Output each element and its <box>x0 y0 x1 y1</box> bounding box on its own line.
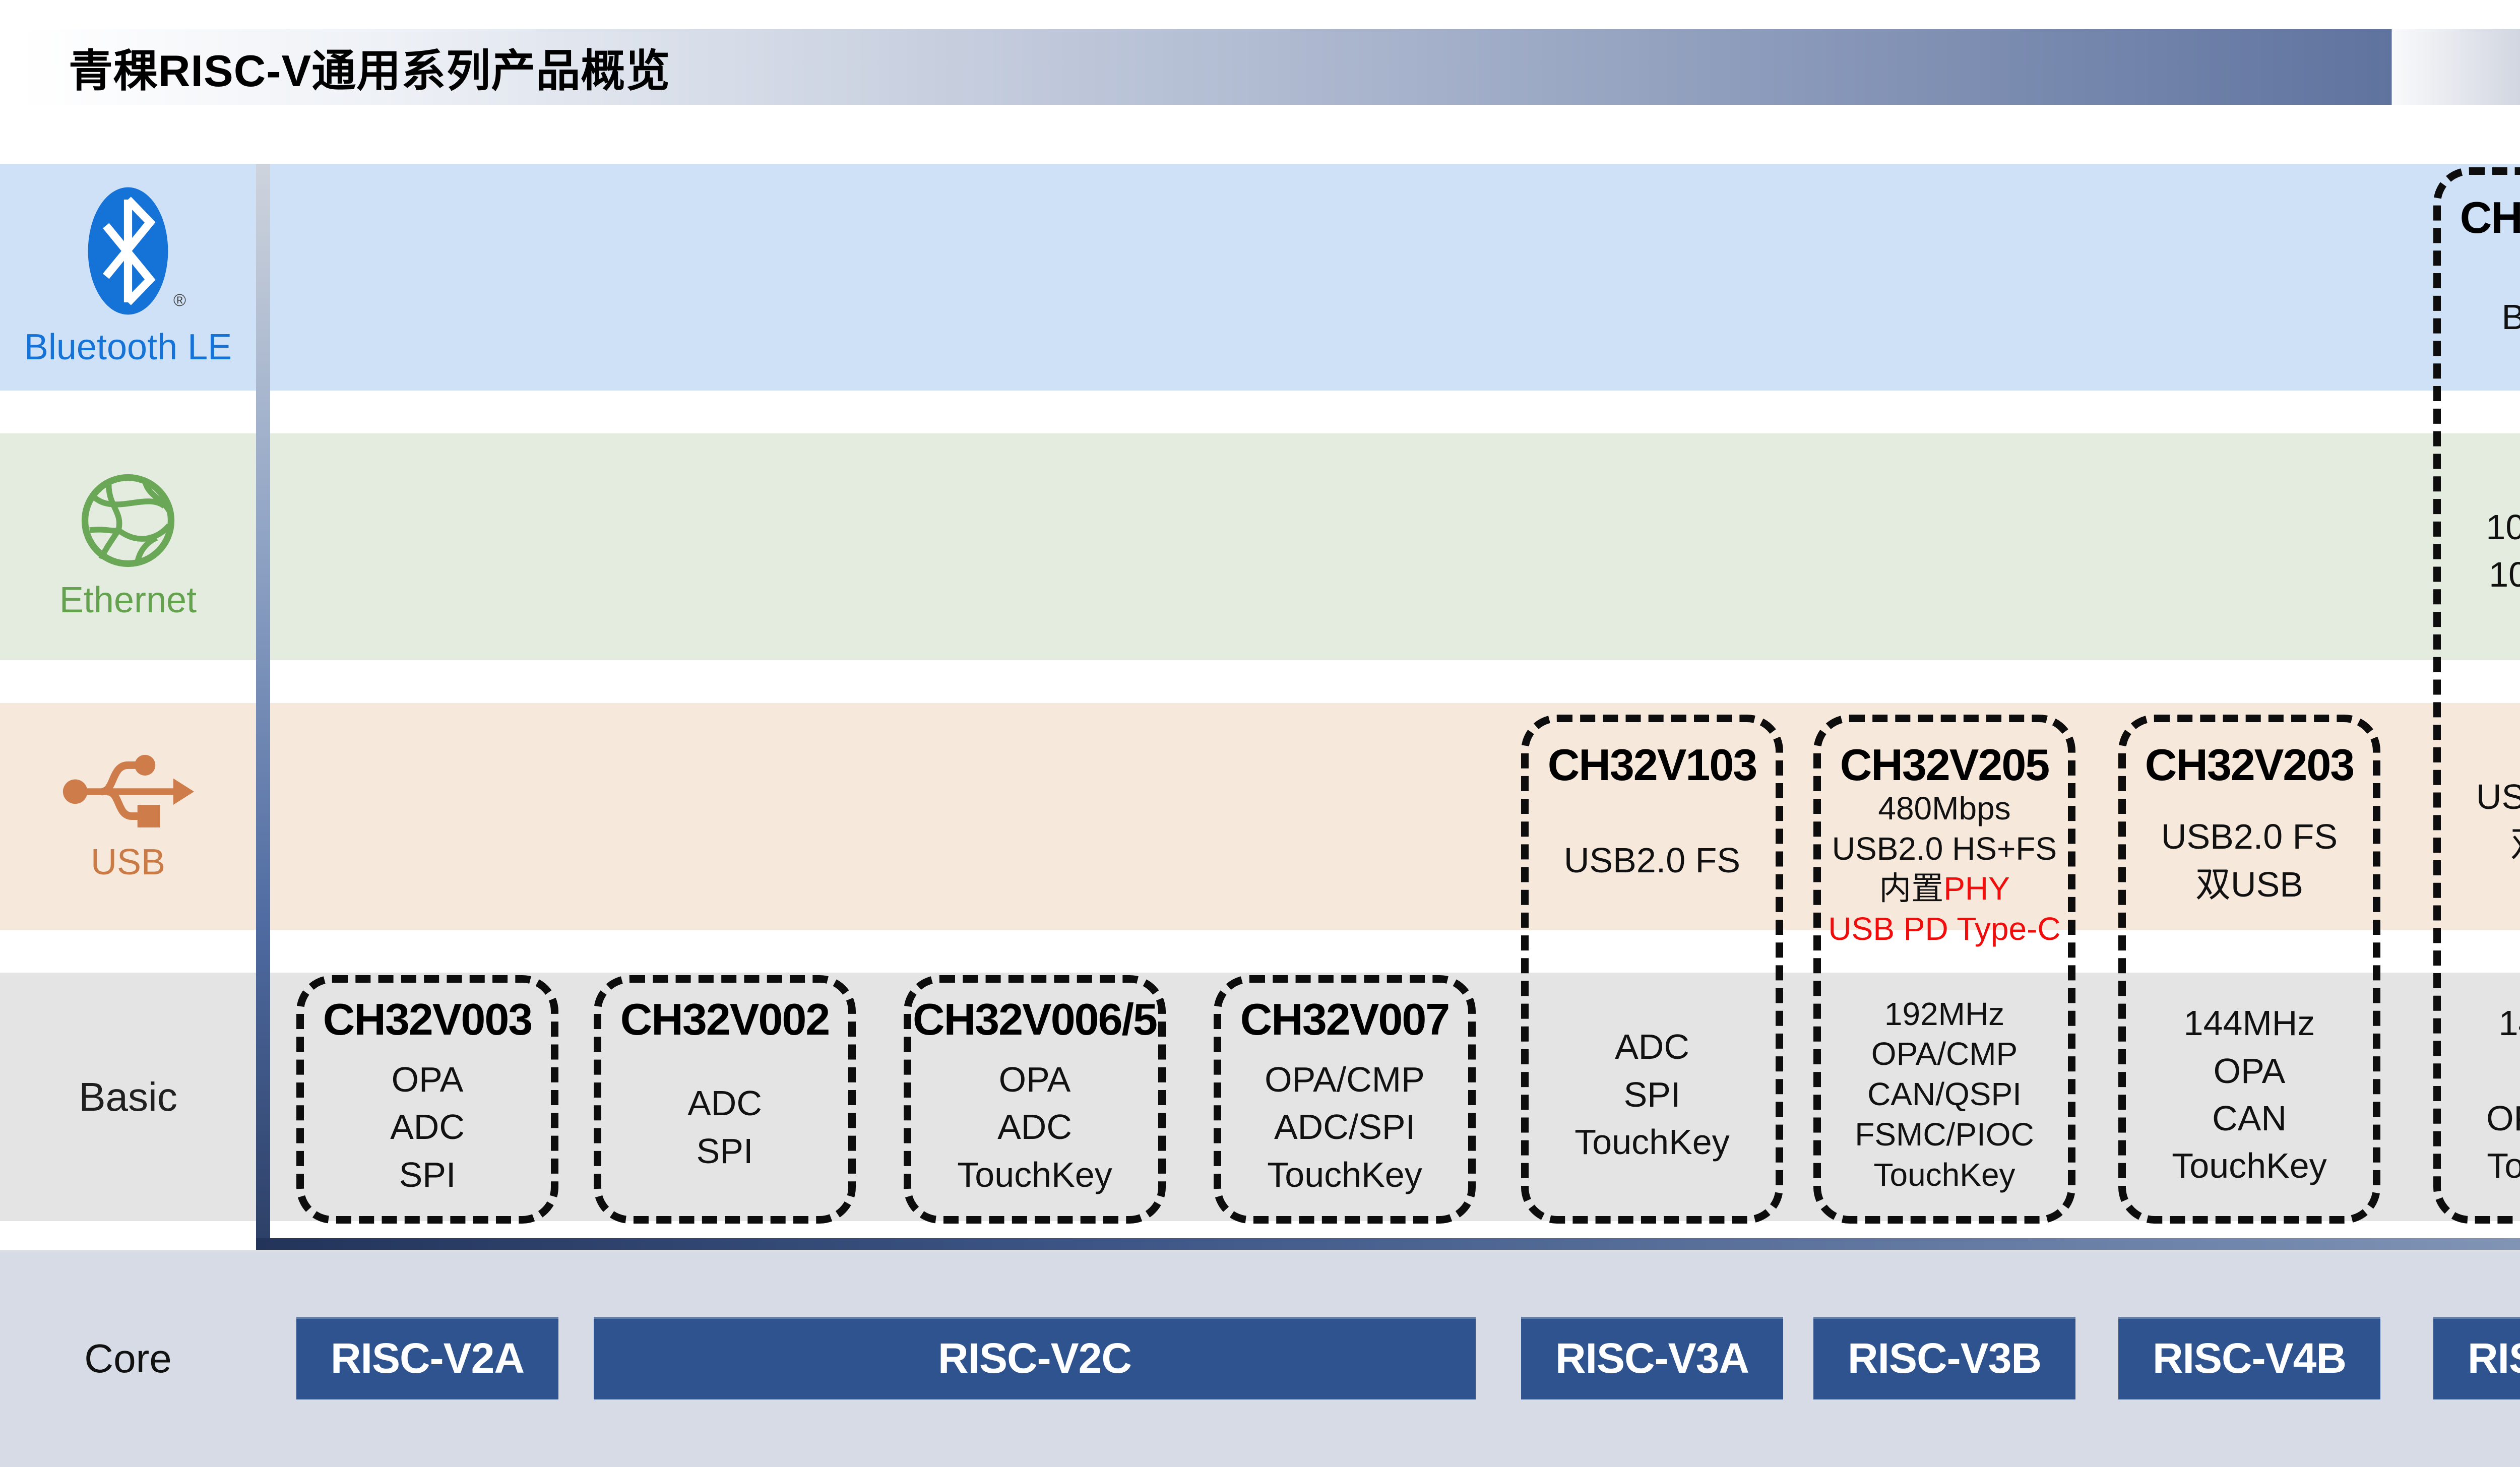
band-usb <box>0 703 2520 930</box>
chip-box-ch32v006-5: CH32V006/5 OPA ADC TouchKey <box>904 975 1166 1224</box>
feature-line: CAN <box>2212 1099 2287 1138</box>
core-chip-risc-v3b: RISC-V3B <box>1813 1317 2075 1399</box>
feature-line: USB2.0 FS <box>2476 777 2520 816</box>
chip-title: CH32V002 <box>620 994 831 1044</box>
title-bar: 青稞RISC-V通用系列产品概览 <box>20 29 2520 105</box>
feature-line: 10M PHY <box>2489 555 2520 594</box>
chip-title: CH32V205 <box>1840 740 2050 790</box>
feature-line: OPA <box>391 1059 464 1099</box>
feature-line: TouchKey <box>1873 1156 2015 1193</box>
feature-line: 192MHz <box>1884 995 2005 1032</box>
row-label-bluetooth-text: Bluetooth LE <box>24 327 232 367</box>
bluetooth-icon <box>88 187 168 315</box>
feature-line: 144MHz <box>2183 1003 2315 1043</box>
feature-line: TouchKey <box>1267 1155 1422 1194</box>
feature-line: 双USB <box>2195 864 2303 904</box>
row-label-basic-text: Basic <box>79 1074 177 1119</box>
feature-line: OPA <box>998 1059 1071 1099</box>
feature-line: ADC/SPI <box>1274 1107 1416 1147</box>
feature-line: SPI <box>399 1155 456 1194</box>
chip-title: CH32V006/5 <box>913 994 1158 1044</box>
feature-line: USB2.0 FS <box>2161 817 2338 857</box>
row-label-basic: Basic <box>0 973 256 1221</box>
chip-box-ch32v103: CH32V103 USB2.0 FS ADC SPI TouchKey <box>1521 715 1783 1224</box>
feature-line: USB2.0 FS <box>1563 841 1741 880</box>
feature-line: 480Mbps <box>1878 790 2011 826</box>
feature-line: CAN/QSPI <box>1867 1076 2022 1113</box>
feature-line: SPI <box>1623 1074 1681 1114</box>
feature-line: 内置PHY <box>1879 870 2010 907</box>
axis-vertical <box>256 164 270 1250</box>
row-label-bluetooth: ® Bluetooth LE <box>0 164 256 391</box>
feature-line: TouchKey <box>2487 1146 2520 1186</box>
usb-icon <box>62 754 194 827</box>
feature-line: SPI <box>696 1131 753 1171</box>
feature-line: ADC <box>1615 1027 1689 1067</box>
chip-box-ch32v203: CH32V203 USB2.0 FS 双USB 144MHz OPA CAN T… <box>2118 715 2380 1224</box>
feature-line: TouchKey <box>1574 1122 1730 1162</box>
chip-box-ch32v208: CH32V208 BLE 5.3 10M MAC 10M PHY USB2.0 … <box>2433 167 2520 1224</box>
core-chip-risc-v4c: RISC-V4C <box>2433 1317 2520 1399</box>
band-basic <box>0 973 2520 1221</box>
row-label-ethernet-text: Ethernet <box>59 580 197 620</box>
chip-title: CH32V103 <box>1547 740 1758 790</box>
chip-box-ch32v002: CH32V002 ADC SPI <box>594 975 856 1224</box>
core-chip-risc-v3a: RISC-V3A <box>1521 1317 1783 1399</box>
feature-line: 10M MAC <box>2486 507 2520 547</box>
feature-line: OPA/CMP <box>1265 1059 1425 1099</box>
page-title: 青稞RISC-V通用系列产品概览 <box>69 45 671 96</box>
feature-line: OPA <box>2213 1051 2286 1091</box>
feature-line: USB PD Type-C <box>1828 911 2061 947</box>
chip-title: CH32V208 <box>2460 193 2520 242</box>
feature-line: 144MHz <box>2498 1003 2520 1043</box>
row-label-core: Core <box>0 1250 256 1467</box>
chip-title: CH32V203 <box>2145 740 2355 790</box>
core-chip-risc-v4b: RISC-V4B <box>2118 1317 2380 1399</box>
row-label-usb-text: USB <box>90 842 166 882</box>
feature-line: TouchKey <box>2172 1146 2327 1186</box>
feature-line: BLE 5.3 <box>2501 297 2520 337</box>
core-chip-risc-v2c: RISC-V2C <box>594 1317 1476 1399</box>
row-label-core-text: Core <box>84 1336 172 1381</box>
registered-mark: ® <box>173 291 186 310</box>
feature-line: OPA/CAN <box>2486 1099 2520 1138</box>
feature-line: ADC <box>997 1107 1072 1147</box>
chip-title: CH32V003 <box>323 994 533 1044</box>
band-ethernet <box>0 433 2520 660</box>
chip-box-ch32v205: CH32V205 480Mbps USB2.0 HS+FS 内置PHY USB … <box>1813 715 2075 1224</box>
chip-box-ch32v003: CH32V003 OPA ADC SPI <box>296 975 558 1224</box>
band-bluetooth <box>0 164 2520 391</box>
row-label-ethernet: Ethernet <box>0 433 256 660</box>
row-label-usb: USB <box>0 703 256 930</box>
feature-line: ADC <box>687 1083 762 1123</box>
feature-line: FSMC/PIOC <box>1855 1116 2034 1153</box>
chip-box-ch32v007: CH32V007 OPA/CMP ADC/SPI TouchKey <box>1214 975 1476 1224</box>
feature-line: 双USB <box>2510 824 2520 864</box>
feature-line: USB2.0 HS+FS <box>1832 830 2057 867</box>
ethernet-globe-icon <box>81 474 175 567</box>
axis-horizontal <box>256 1238 2520 1250</box>
chip-title: CH32V007 <box>1240 994 1451 1044</box>
feature-line: TouchKey <box>957 1155 1112 1194</box>
core-chip-risc-v2a: RISC-V2A <box>296 1317 558 1399</box>
feature-line: OPA/CMP <box>1871 1036 2018 1072</box>
feature-line: ADC <box>390 1107 465 1147</box>
